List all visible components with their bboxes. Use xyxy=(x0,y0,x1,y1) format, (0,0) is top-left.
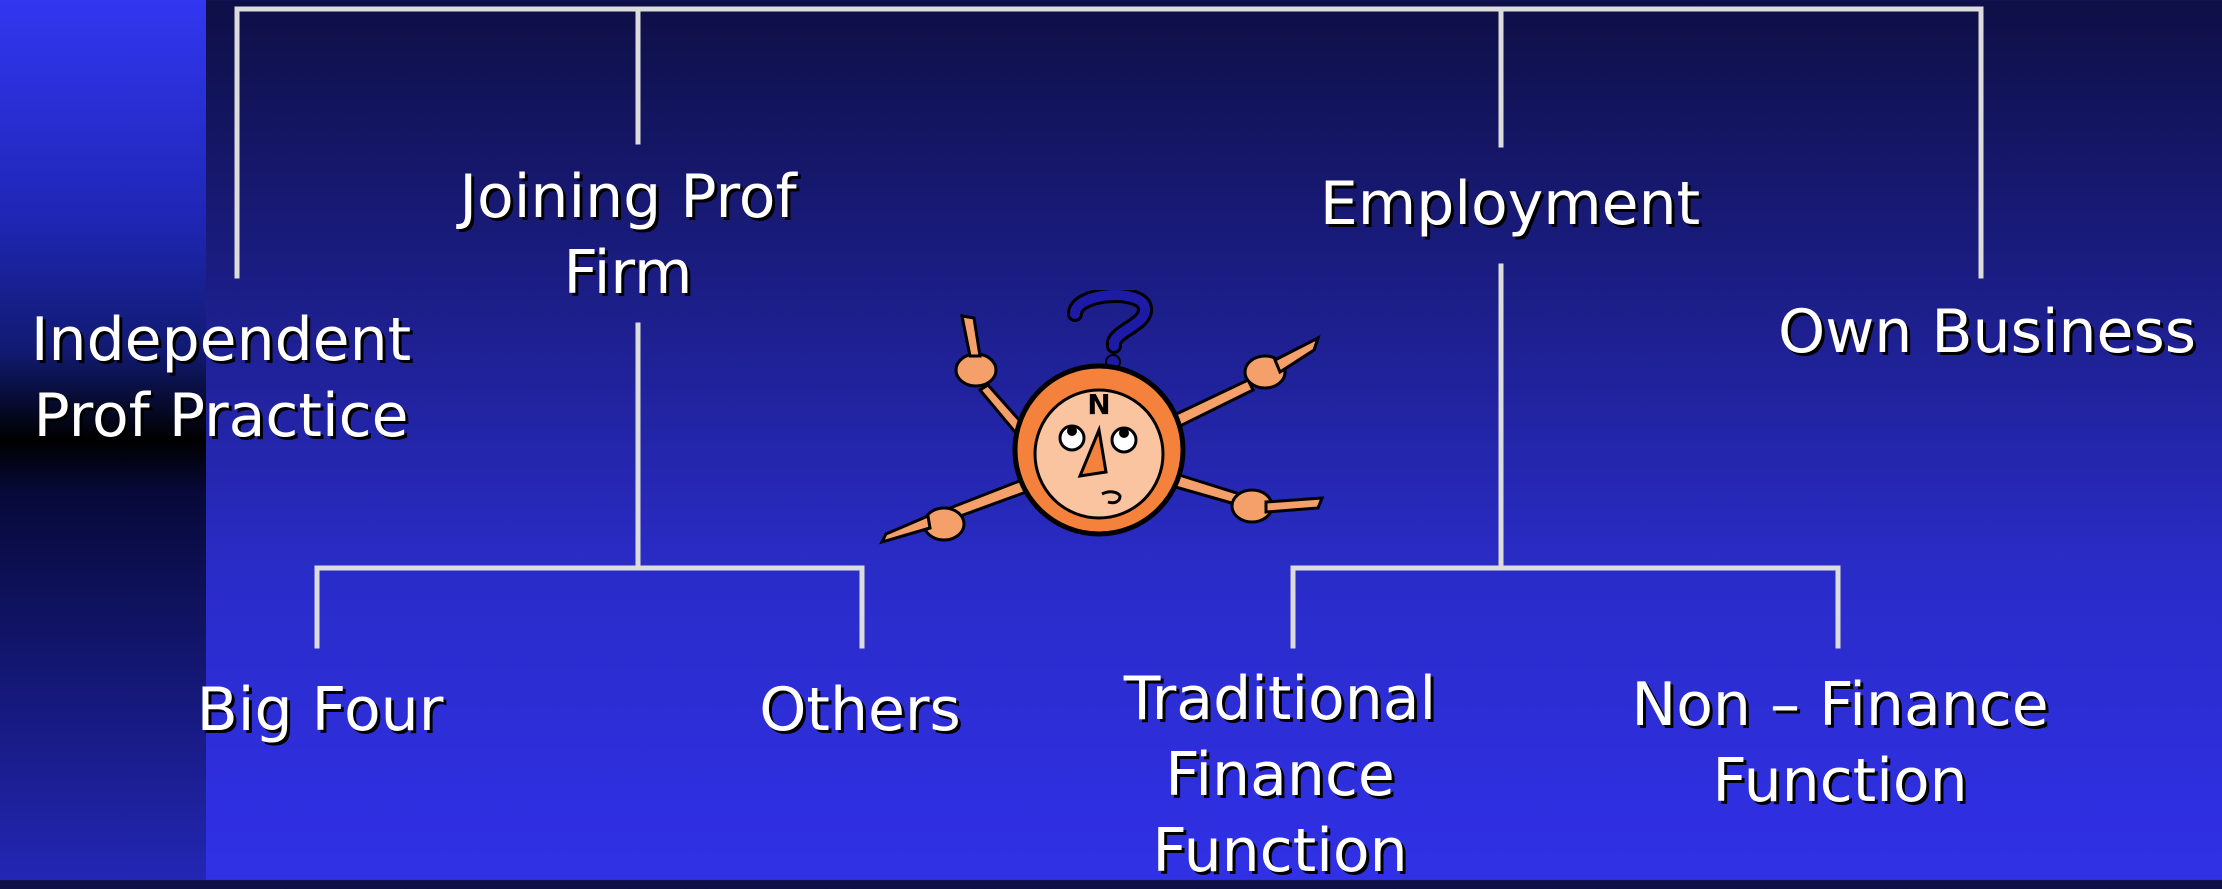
node-joining-prof-firm: Joining Prof Firm xyxy=(400,159,856,311)
node-line: Firm xyxy=(563,238,693,308)
question-mark-icon xyxy=(1067,290,1153,370)
node-big-four: Big Four xyxy=(110,672,530,748)
node-others: Others xyxy=(660,672,1060,748)
node-non-finance-function: Non – Finance Function xyxy=(1600,667,2080,819)
hand-upper-right xyxy=(1243,354,1287,390)
confused-compass-mascot-icon: N xyxy=(879,290,1325,545)
node-line: Function xyxy=(1712,746,1968,816)
node-line: Independent xyxy=(30,305,412,375)
node-own-business: Own Business xyxy=(1752,294,2222,370)
mascot-letter: N xyxy=(1087,388,1110,421)
node-line: Traditional xyxy=(1123,664,1437,734)
node-line: Joining Prof xyxy=(459,162,797,232)
node-line: Finance xyxy=(1165,740,1395,810)
node-line: Prof Practice xyxy=(33,381,409,451)
node-line: Function xyxy=(1152,816,1408,886)
node-line: Non – Finance xyxy=(1631,670,2049,740)
node-line: Big Four xyxy=(196,675,444,745)
arm-lower-left xyxy=(947,478,1028,520)
left-gradient-band xyxy=(0,0,206,880)
node-independent-prof-practice: Independent Prof Practice xyxy=(6,302,436,454)
hand-upper-left xyxy=(954,352,998,388)
node-line: Own Business xyxy=(1778,297,2196,367)
node-line: Others xyxy=(759,675,961,745)
node-employment: Employment xyxy=(1260,166,1760,242)
node-traditional-finance-function: Traditional Finance Function xyxy=(1080,661,1480,889)
node-line: Employment xyxy=(1319,169,1701,239)
